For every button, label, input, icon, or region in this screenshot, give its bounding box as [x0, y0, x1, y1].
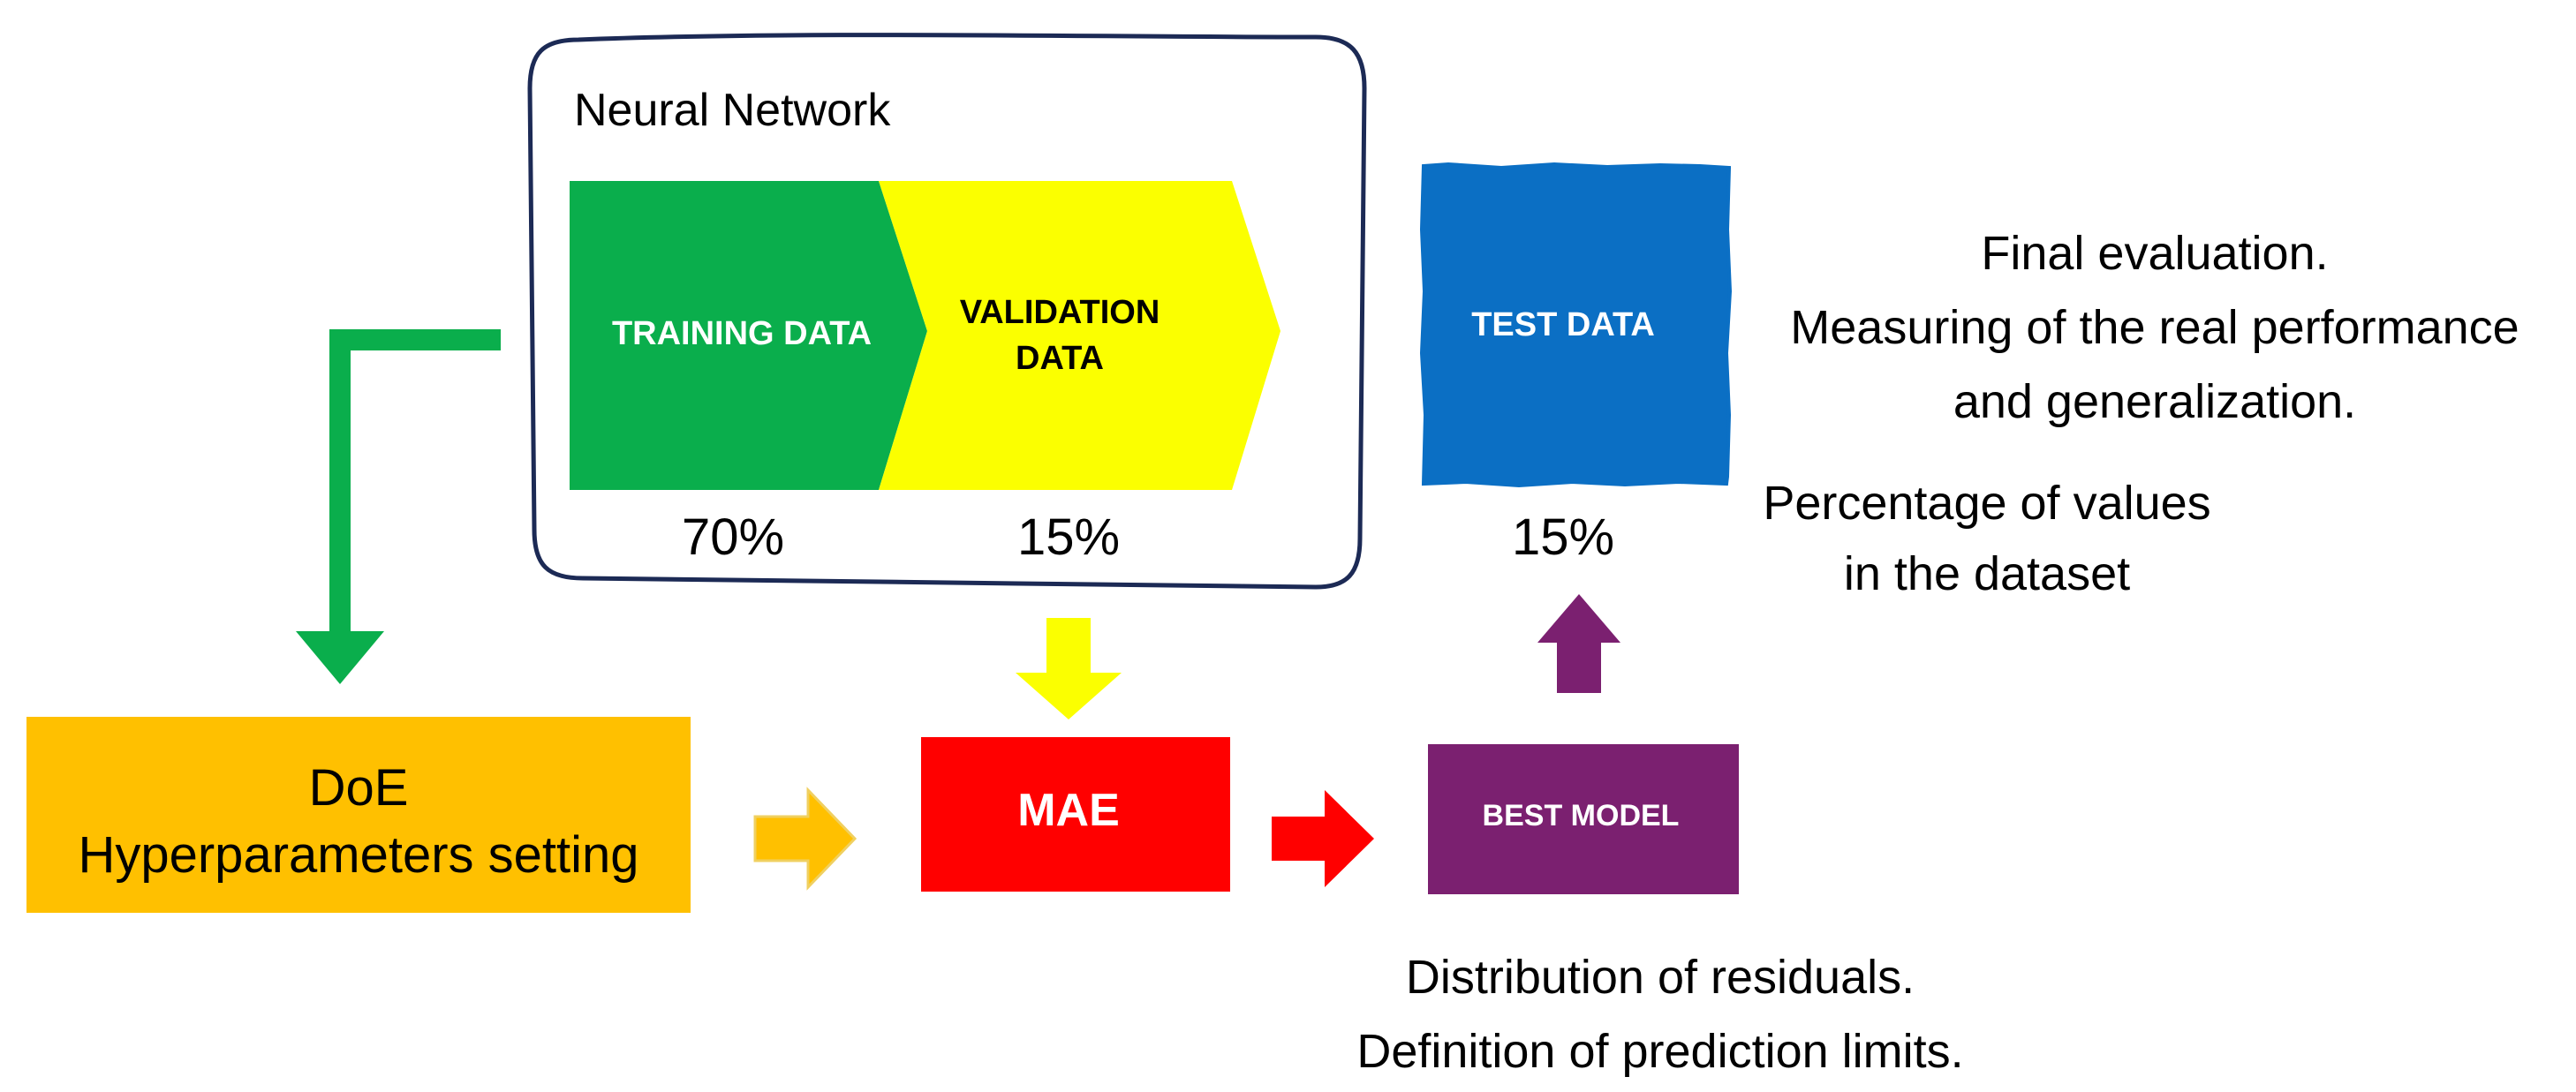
residuals-note-line1: Distribution of residuals. [1405, 951, 1915, 1004]
neural-network-container [527, 33, 1367, 590]
best-model-box [1428, 744, 1739, 894]
final-evaluation-note: Final evaluation. Measuring of the real … [1749, 216, 2561, 439]
training-data-label: TRAINING DATA [611, 315, 873, 352]
validation-label-line2: DATA [1016, 340, 1104, 377]
final-note-line3: and generalization. [1953, 375, 2357, 428]
doe-box [26, 717, 691, 913]
doe-line2: Hyperparameters setting [78, 826, 639, 884]
purple-arrow [1537, 594, 1620, 693]
training-data-segment [570, 181, 927, 490]
residuals-note: Distribution of residuals. Definition of… [1219, 940, 2102, 1088]
test-data-box [1419, 162, 1733, 488]
validation-label-line1: VALIDATION [959, 294, 1160, 331]
validation-percent: 15% [1016, 508, 1121, 566]
training-percent: 70% [681, 508, 785, 566]
percentage-note-line1: Percentage of values [1763, 477, 2211, 530]
percentage-note-line2: in the dataset [1843, 547, 2131, 600]
test-data-label: TEST DATA [1471, 306, 1655, 343]
yellow-arrow [1016, 618, 1122, 719]
mae-box [921, 737, 1230, 892]
percentage-note: Percentage of values in the dataset [1731, 468, 2243, 609]
orange-arrow [753, 787, 857, 891]
neural-network-title: Neural Network [574, 85, 891, 136]
doe-line1: DoE [308, 759, 409, 817]
validation-data-label: VALIDATION DATA [918, 290, 1201, 381]
green-arrow [296, 329, 501, 684]
doe-label: DoE Hyperparameters setting [26, 755, 691, 889]
validation-data-segment [879, 181, 1280, 490]
final-note-line2: Measuring of the real performance [1790, 301, 2519, 354]
test-percent: 15% [1511, 508, 1615, 566]
residuals-note-line2: Definition of prediction limits. [1356, 1025, 1964, 1078]
final-note-line1: Final evaluation. [1981, 227, 2329, 280]
mae-label: MAE [1017, 785, 1120, 836]
red-arrow [1272, 790, 1374, 887]
best-model-label: BEST MODEL [1482, 799, 1680, 832]
